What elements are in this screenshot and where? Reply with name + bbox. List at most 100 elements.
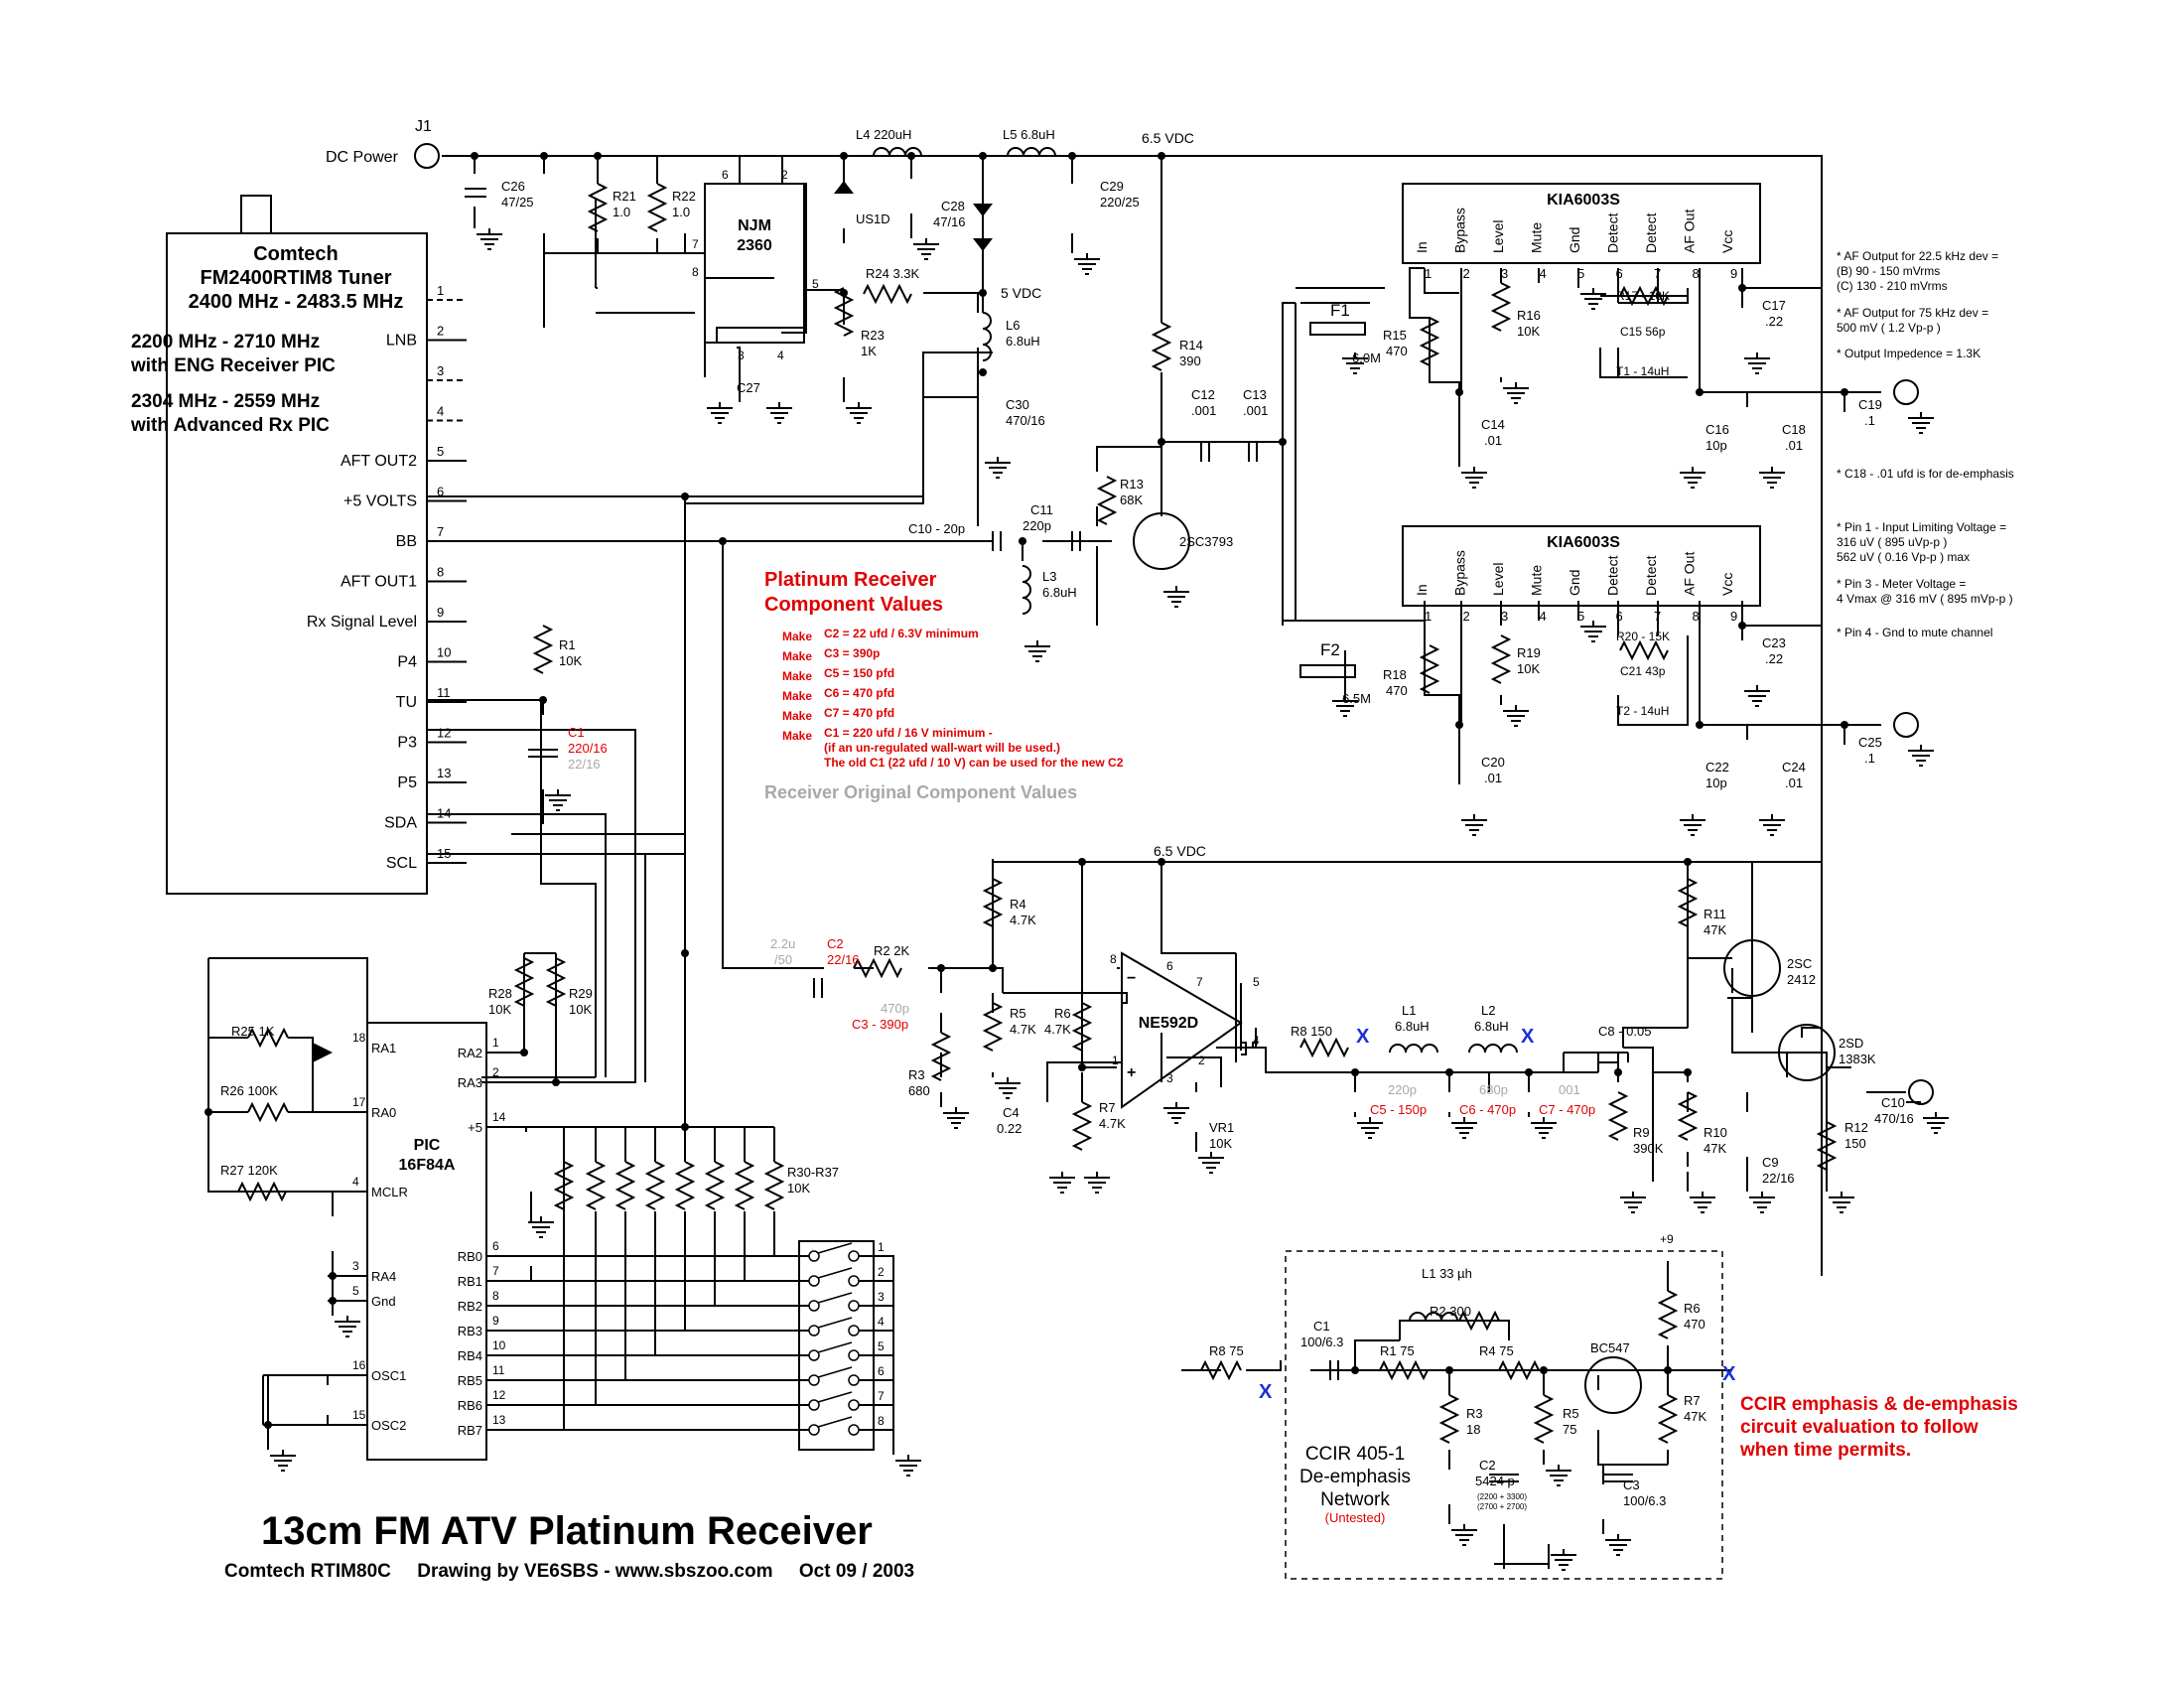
q1-value: 2412 bbox=[1787, 972, 1816, 987]
ne-plus: + bbox=[1127, 1064, 1136, 1081]
note-line-1: (B) 90 - 150 mVrms bbox=[1837, 264, 1940, 278]
c10v-value: 470/16 bbox=[1874, 1111, 1914, 1126]
transistor-2sc3793 bbox=[1133, 512, 1190, 570]
ccir-r8: R8 75 bbox=[1209, 1343, 1244, 1358]
c30-label: C30 bbox=[1006, 397, 1029, 412]
tuner-pin-label-2: LNB bbox=[386, 333, 417, 350]
tuner-pin-label-13: P5 bbox=[397, 774, 417, 791]
r16-label: R16 bbox=[1517, 308, 1541, 323]
tuner-pin-num-15: 15 bbox=[437, 846, 451, 861]
pic-right-num-9: 9 bbox=[492, 1314, 499, 1328]
c2-old: 2.2u bbox=[770, 936, 795, 951]
ccir-r3-value: 18 bbox=[1466, 1422, 1480, 1437]
audio-out-1 bbox=[1893, 379, 1919, 405]
vr1-label: VR1 bbox=[1209, 1120, 1234, 1135]
r1-value: 10K bbox=[559, 653, 582, 668]
c7-old: 001 bbox=[1559, 1082, 1580, 1097]
f1-value: 6.0M bbox=[1352, 351, 1381, 365]
r7-value: 4.7K bbox=[1099, 1116, 1126, 1131]
ccir-r7-value: 47K bbox=[1684, 1409, 1706, 1424]
tuner-pin-label-5: AFT OUT2 bbox=[341, 453, 417, 470]
diode-1 bbox=[973, 204, 993, 216]
r4-value: 4.7K bbox=[1010, 913, 1036, 927]
r17-label: R17 - 10K bbox=[1616, 289, 1670, 303]
c12-label: C12 bbox=[1191, 387, 1215, 402]
tuner-pin-num-9: 9 bbox=[437, 605, 444, 620]
c29-label: C29 bbox=[1100, 179, 1124, 194]
make-label-2: Make bbox=[782, 669, 812, 683]
r6-value: 4.7K bbox=[1044, 1022, 1071, 1037]
v9-label: +9 bbox=[1660, 1232, 1674, 1246]
f1-label: F1 bbox=[1330, 301, 1350, 320]
c26-label: C26 bbox=[501, 179, 525, 194]
ne-pin-1: 1 bbox=[1112, 1054, 1119, 1067]
ccir-c2-value: 5424 p bbox=[1475, 1474, 1515, 1488]
tuner-pin-num-4: 4 bbox=[437, 404, 444, 419]
ne-pin-5: 5 bbox=[1253, 975, 1260, 989]
kia-1-pin-num-7: 7 bbox=[1654, 266, 1661, 281]
pic-right-name-ra2: RA2 bbox=[458, 1046, 482, 1060]
njm-name-2: 2360 bbox=[737, 237, 772, 254]
kia-1-pin-num-8: 8 bbox=[1693, 266, 1700, 281]
c9-label: C9 bbox=[1762, 1155, 1779, 1170]
tuner-pin-label-6: +5 VOLTS bbox=[343, 493, 417, 510]
dip-num-8: 8 bbox=[878, 1414, 885, 1428]
pic-right-name-rb7: RB7 bbox=[458, 1423, 482, 1438]
ccir-c1-label: C1 bbox=[1313, 1319, 1330, 1334]
c14-value: .01 bbox=[1484, 433, 1502, 448]
pic-left-name-gnd: Gnd bbox=[371, 1294, 396, 1309]
tuner-pin-label-14: SDA bbox=[384, 815, 417, 832]
pic-right-name-rb3: RB3 bbox=[458, 1324, 482, 1338]
kia-2-pin-num-5: 5 bbox=[1577, 609, 1584, 624]
kia-2-pin-name-6: Detect bbox=[1643, 555, 1659, 596]
c24-label: C24 bbox=[1782, 760, 1806, 774]
v65b-label: 6.5 VDC bbox=[1154, 843, 1206, 859]
r6-label: R6 bbox=[1054, 1006, 1071, 1021]
ccir-c1-value: 100/6.3 bbox=[1300, 1335, 1343, 1349]
c1-label: C1 bbox=[568, 725, 585, 740]
c6-old: 680p bbox=[1479, 1082, 1508, 1097]
kia-2-pin-num-2: 2 bbox=[1463, 609, 1470, 624]
ccir-c2-label: C2 bbox=[1479, 1458, 1496, 1473]
q2-label: 2SD bbox=[1839, 1036, 1863, 1051]
page-subtitle: Comtech RTIM80C Drawing by VE6SBS - www.… bbox=[224, 1561, 914, 1582]
platinum-note-1: (if an un-regulated wall-wart will be us… bbox=[824, 741, 1060, 755]
dip-num-3: 3 bbox=[878, 1290, 885, 1304]
ccir-c2-note1: (2200 + 3300) bbox=[1477, 1492, 1527, 1501]
dip-num-7: 7 bbox=[878, 1389, 885, 1403]
tuner-pin-num-3: 3 bbox=[437, 363, 444, 378]
pic-left-name-osc2: OSC2 bbox=[371, 1418, 406, 1433]
vr1-value: 10K bbox=[1209, 1136, 1232, 1151]
pic-left-name-ra4: RA4 bbox=[371, 1269, 396, 1284]
r15-label: R15 bbox=[1383, 328, 1407, 343]
ne592d-amplifier bbox=[1121, 951, 1243, 1109]
r18-value: 470 bbox=[1386, 683, 1408, 698]
c4-label: C4 bbox=[1003, 1105, 1020, 1120]
c22-label: C22 bbox=[1706, 760, 1729, 774]
c29-value: 220/25 bbox=[1100, 195, 1140, 210]
kia6003s-ic-1 bbox=[1402, 183, 1761, 264]
ccir-q: BC547 bbox=[1590, 1340, 1630, 1355]
original-values: Receiver Original Component Values bbox=[764, 782, 1077, 802]
c20-value: .01 bbox=[1484, 771, 1502, 785]
kia-pins-1: In1Bypass2Level3Mute4Gnd5Detect6Detect7A… bbox=[1414, 208, 1737, 281]
tuner-pin-label-8: AFT OUT1 bbox=[341, 574, 417, 591]
pic-right-name-rb4: RB4 bbox=[458, 1348, 482, 1363]
tuner-line-2: FM2400RTIM8 Tuner bbox=[201, 267, 392, 289]
ccir-x-1: X bbox=[1259, 1381, 1273, 1403]
r28-label: R28 bbox=[488, 986, 512, 1001]
c11-label: C11 bbox=[1030, 502, 1053, 517]
diode-2 bbox=[973, 238, 993, 251]
pic-right-name-ra3: RA3 bbox=[458, 1075, 482, 1090]
dip-num-6: 6 bbox=[878, 1364, 885, 1378]
ccir-title-4: (Untested) bbox=[1325, 1510, 1386, 1525]
njm-pin-7: 7 bbox=[692, 237, 699, 251]
tuner-pin-num-14: 14 bbox=[437, 806, 451, 821]
pic-right-num-8: 8 bbox=[492, 1289, 499, 1303]
r14-value: 390 bbox=[1179, 353, 1201, 368]
r14-label: R14 bbox=[1179, 338, 1203, 352]
kia-1-pin-name-4: Gnd bbox=[1567, 227, 1582, 253]
c7-label: C7 - 470p bbox=[1539, 1102, 1595, 1117]
